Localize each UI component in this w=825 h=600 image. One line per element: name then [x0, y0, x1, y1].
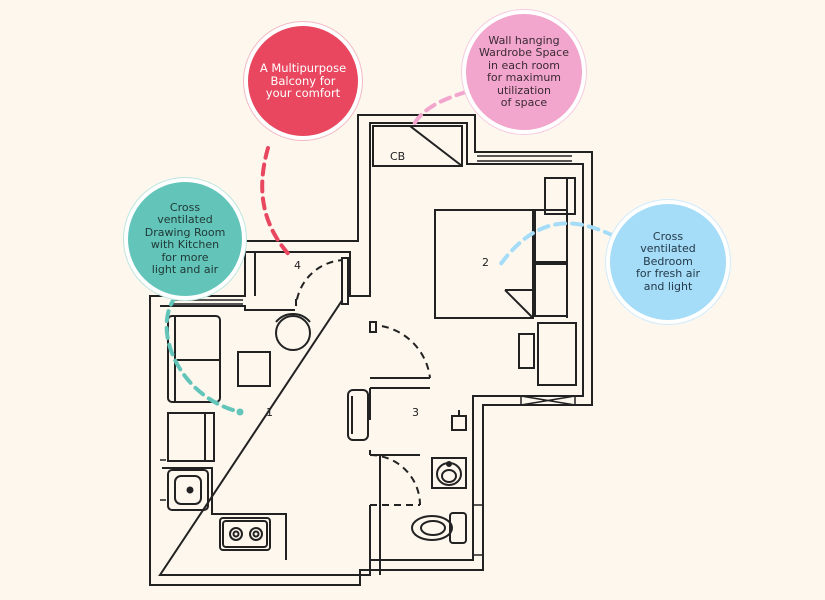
- room-label-balcony: 4: [294, 259, 301, 272]
- drawing-room-callout-text: Cross ventilated Drawing Room with Kitch…: [144, 200, 226, 276]
- coffee-table: [237, 351, 271, 387]
- bedroom-callout-text: Cross ventilated Bedroom for fresh air a…: [635, 229, 701, 293]
- bedroom-connector: [498, 221, 616, 267]
- interior-walls: [369, 377, 430, 575]
- fridge: [167, 412, 215, 462]
- balcony-callout-text: A Multipurpose Balcony for your comfort: [259, 61, 347, 101]
- drawing-room-callout: Cross ventilated Drawing Room with Kitch…: [124, 178, 246, 300]
- study-desk: [518, 322, 577, 386]
- room-label-bedroom: 2: [482, 256, 489, 269]
- windows: [160, 155, 576, 556]
- wardrobe-callout: Wall hanging Wardrobe Space in each room…: [462, 10, 586, 134]
- doors: [295, 259, 431, 506]
- round-table: [275, 312, 311, 351]
- toilet: [411, 512, 467, 544]
- shower-panel: [451, 410, 467, 431]
- wardrobe-callout-text: Wall hanging Wardrobe Space in each room…: [478, 33, 569, 109]
- balcony-callout: A Multipurpose Balcony for your comfort: [244, 22, 362, 140]
- wardrobe-connector: [410, 90, 468, 130]
- room-label-drawing-room: 1: [266, 406, 273, 419]
- outer-walls: [149, 114, 593, 586]
- drawing-room-connector: [164, 294, 242, 414]
- balcony-connector: [260, 146, 294, 260]
- cupboard-cb: [372, 125, 463, 167]
- wardrobe-unit: [544, 177, 576, 318]
- kitchen-counter: [162, 467, 287, 560]
- room-label-bathroom: 3: [412, 406, 419, 419]
- wall-unit: [347, 389, 369, 441]
- washbasin: [431, 457, 467, 489]
- bedroom-callout: Cross ventilated Bedroom for fresh air a…: [606, 200, 730, 324]
- drawing-room-connector-end: [236, 408, 244, 416]
- room-label-cupboard: CB: [390, 150, 405, 163]
